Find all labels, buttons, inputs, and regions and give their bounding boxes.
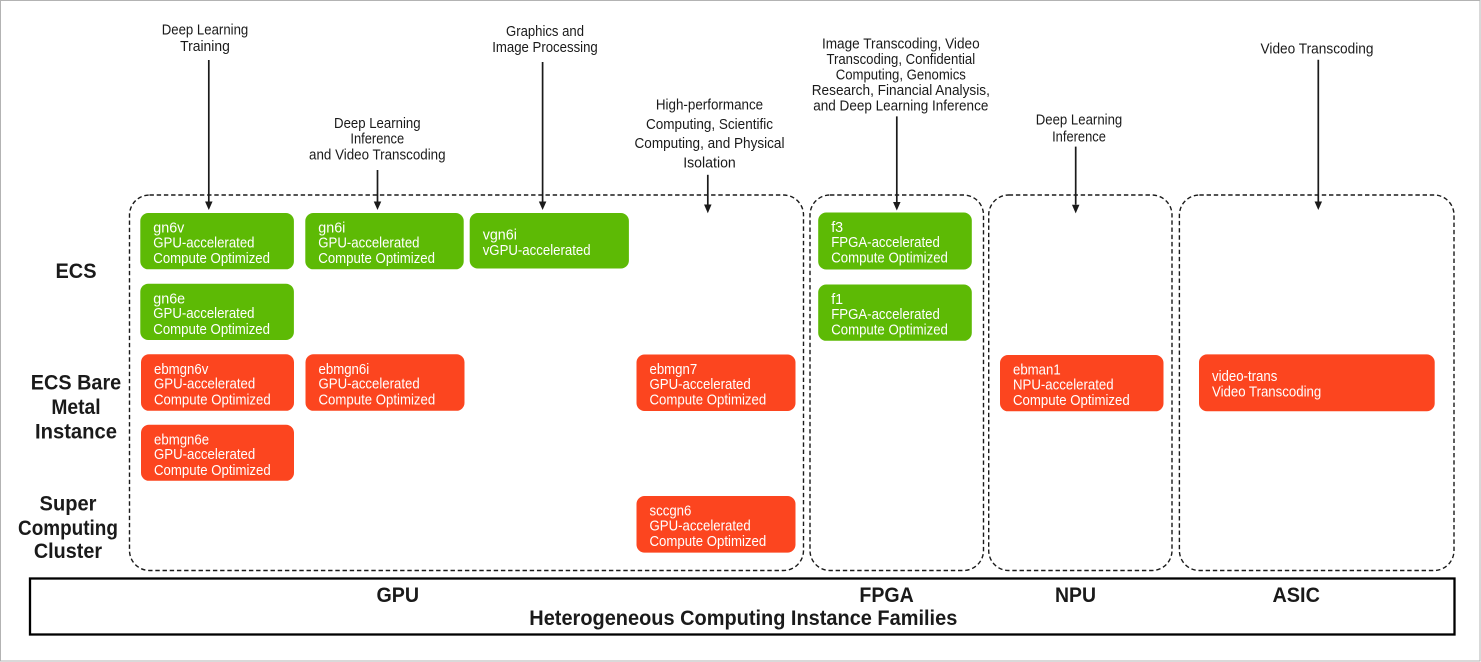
svg-text:GPU: GPU xyxy=(377,584,420,607)
svg-text:f3: f3 xyxy=(831,220,843,236)
svg-text:Inference: Inference xyxy=(350,131,404,148)
svg-text:video-trans: video-trans xyxy=(1212,369,1277,385)
svg-text:ASIC: ASIC xyxy=(1272,584,1320,607)
svg-text:ebmgn6v: ebmgn6v xyxy=(154,362,209,378)
svg-text:and Deep Learning Inference: and Deep Learning Inference xyxy=(813,97,988,114)
svg-text:Graphics and: Graphics and xyxy=(506,23,584,40)
svg-text:Research, Financial Analysis,: Research, Financial Analysis, xyxy=(812,82,990,99)
svg-text:GPU-accelerated: GPU-accelerated xyxy=(318,235,419,251)
svg-text:gn6v: gn6v xyxy=(153,221,185,237)
svg-text:ebman1: ebman1 xyxy=(1013,363,1061,379)
svg-text:GPU-accelerated: GPU-accelerated xyxy=(154,447,255,463)
svg-text:Heterogeneous Computing Instan: Heterogeneous Computing Instance Familie… xyxy=(529,607,957,630)
svg-text:GPU-accelerated: GPU-accelerated xyxy=(154,377,255,393)
svg-text:Compute Optimized: Compute Optimized xyxy=(153,251,270,267)
svg-text:vgn6i: vgn6i xyxy=(483,228,517,244)
svg-text:Transcoding, Confidential: Transcoding, Confidential xyxy=(826,51,975,68)
svg-text:Video Transcoding: Video Transcoding xyxy=(1261,40,1374,57)
svg-text:Computing, and Physical: Computing, and Physical xyxy=(635,135,785,152)
svg-text:ECS Bare: ECS Bare xyxy=(31,372,121,395)
svg-text:Compute Optimized: Compute Optimized xyxy=(1013,393,1130,409)
svg-text:Training: Training xyxy=(180,38,230,55)
svg-text:Deep Learning: Deep Learning xyxy=(162,21,249,38)
svg-text:Computing: Computing xyxy=(18,517,118,540)
svg-text:ECS: ECS xyxy=(56,260,97,283)
svg-text:Image Processing: Image Processing xyxy=(492,39,598,56)
svg-text:gn6i: gn6i xyxy=(318,221,345,237)
svg-text:GPU-accelerated: GPU-accelerated xyxy=(650,377,751,393)
svg-text:and Video Transcoding: and Video Transcoding xyxy=(309,146,446,163)
svg-text:Instance: Instance xyxy=(35,421,117,444)
svg-text:gn6e: gn6e xyxy=(153,291,185,307)
svg-text:GPU-accelerated: GPU-accelerated xyxy=(650,518,751,534)
svg-text:GPU-accelerated: GPU-accelerated xyxy=(319,377,420,393)
svg-text:Compute Optimized: Compute Optimized xyxy=(650,393,767,409)
svg-text:Compute Optimized: Compute Optimized xyxy=(831,323,948,339)
svg-text:Deep Learning: Deep Learning xyxy=(334,115,421,132)
svg-text:Compute Optimized: Compute Optimized xyxy=(154,463,271,479)
svg-text:ebmgn6e: ebmgn6e xyxy=(154,433,209,449)
svg-text:Cluster: Cluster xyxy=(34,540,102,563)
svg-text:Computing, Genomics: Computing, Genomics xyxy=(836,66,966,83)
svg-text:Image Transcoding, Video: Image Transcoding, Video xyxy=(822,35,980,52)
svg-text:Compute Optimized: Compute Optimized xyxy=(154,393,271,409)
svg-text:NPU: NPU xyxy=(1055,584,1096,607)
svg-text:ebmgn6i: ebmgn6i xyxy=(319,362,370,378)
svg-text:Compute Optimized: Compute Optimized xyxy=(153,322,270,338)
svg-text:Isolation: Isolation xyxy=(683,154,736,171)
svg-text:Compute Optimized: Compute Optimized xyxy=(650,534,767,550)
svg-text:vGPU-accelerated: vGPU-accelerated xyxy=(483,243,591,259)
svg-text:Compute Optimized: Compute Optimized xyxy=(319,393,436,409)
svg-text:FPGA: FPGA xyxy=(859,584,913,607)
svg-text:Computing, Scientific: Computing, Scientific xyxy=(646,116,773,133)
svg-text:High-performance: High-performance xyxy=(656,97,763,114)
svg-text:Compute Optimized: Compute Optimized xyxy=(318,251,435,267)
svg-text:ebmgn7: ebmgn7 xyxy=(650,362,698,378)
svg-text:Super: Super xyxy=(40,493,97,516)
svg-text:Metal: Metal xyxy=(51,396,100,419)
svg-text:Deep Learning: Deep Learning xyxy=(1036,112,1123,129)
svg-text:f1: f1 xyxy=(831,292,843,308)
svg-text:Compute Optimized: Compute Optimized xyxy=(831,251,948,267)
svg-text:GPU-accelerated: GPU-accelerated xyxy=(153,235,254,251)
svg-text:FPGA-accelerated: FPGA-accelerated xyxy=(831,307,940,323)
svg-text:sccgn6: sccgn6 xyxy=(650,504,692,520)
svg-text:GPU-accelerated: GPU-accelerated xyxy=(153,306,254,322)
svg-text:Video Transcoding: Video Transcoding xyxy=(1212,384,1321,400)
svg-text:FPGA-accelerated: FPGA-accelerated xyxy=(831,235,940,251)
svg-text:Inference: Inference xyxy=(1052,128,1106,145)
svg-text:NPU-accelerated: NPU-accelerated xyxy=(1013,377,1114,393)
